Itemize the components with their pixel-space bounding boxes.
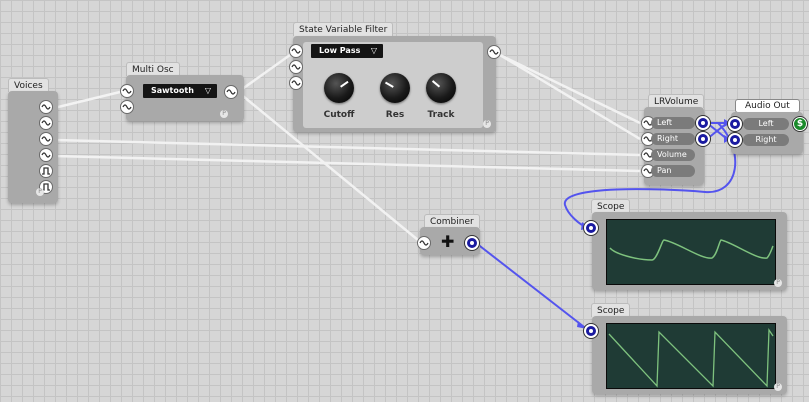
dollar-icon[interactable]: $: [793, 117, 807, 131]
scope1-waveform: [609, 239, 774, 261]
voices-out-port-1[interactable]: [39, 100, 53, 114]
voices-out-port-3[interactable]: [39, 132, 53, 146]
voices-p-button[interactable]: P: [36, 188, 44, 196]
svf-in-port-1[interactable]: [289, 44, 303, 58]
cable-voices-pan: [53, 154, 641, 173]
scope2-waveform: [608, 327, 774, 388]
module-title: State Variable Filter: [293, 22, 394, 36]
track-label: Track: [427, 110, 455, 120]
audio-right-in-port[interactable]: [728, 133, 742, 147]
svf-p-button[interactable]: P: [483, 120, 491, 128]
chevron-down-icon: ▽: [370, 46, 377, 55]
filter-mode-value: Low Pass: [319, 46, 361, 55]
lr-left-label: Left: [651, 117, 695, 129]
voices-out-port-2[interactable]: [39, 116, 53, 130]
scope1-in-port[interactable]: [584, 221, 598, 235]
audio-left-in-port[interactable]: [728, 117, 742, 131]
lr-left-out-port[interactable]: [696, 116, 710, 130]
track-knob[interactable]: [426, 73, 456, 103]
cable-combiner-scope: [475, 242, 589, 331]
osc-p-button[interactable]: P: [220, 110, 228, 118]
audio-left-label: Left: [743, 118, 789, 130]
cable-osc-svf: [237, 53, 291, 94]
combiner-out-port[interactable]: [465, 236, 479, 250]
plus-icon: ✚: [441, 232, 455, 251]
module-title: Voices: [8, 78, 49, 92]
svf-in-port-3[interactable]: [289, 76, 303, 90]
cable-lr-right-out-b: [706, 122, 728, 140]
cable-svf-right: [499, 53, 641, 141]
cable-voices-osc: [53, 90, 121, 110]
voices-out-port-4[interactable]: [39, 148, 53, 162]
lr-pan-label: Pan: [651, 165, 695, 177]
module-title: Scope: [591, 303, 631, 317]
svf-in-port-2[interactable]: [289, 60, 303, 74]
module-title: Scope: [591, 199, 631, 213]
cable-lr-right-out-a: [706, 122, 728, 140]
filter-mode-dropdown[interactable]: Low Pass ▽: [311, 44, 383, 58]
osc-in-port-2[interactable]: [120, 100, 134, 114]
cutoff-knob[interactable]: [324, 73, 354, 103]
cable-svf-left: [499, 53, 641, 125]
res-label: Res: [385, 110, 405, 120]
osc-in-port-1[interactable]: [120, 84, 134, 98]
scope2-display: [606, 323, 776, 389]
lr-right-out-port[interactable]: [696, 132, 710, 146]
chevron-down-icon: ▽: [204, 86, 211, 95]
voices-gate-port-1[interactable]: [39, 164, 53, 178]
waveform-value: Sawtooth: [151, 86, 194, 95]
module-title: LRVolume: [648, 94, 705, 108]
cutoff-label: Cutoff: [323, 110, 355, 120]
combiner-in-port[interactable]: [417, 236, 431, 250]
scope1-display: [606, 219, 776, 285]
osc-out-port[interactable]: [224, 85, 238, 99]
module-title: Combiner: [424, 214, 480, 228]
lr-volume-label: Volume: [651, 149, 695, 161]
waveform-dropdown[interactable]: Sawtooth ▽: [143, 84, 217, 98]
lr-right-label: Right: [651, 133, 695, 145]
scope2-p-button[interactable]: P: [774, 383, 782, 391]
module-title: Multi Osc: [126, 62, 180, 76]
module-title: Audio Out: [735, 99, 800, 113]
svf-out-port[interactable]: [487, 45, 501, 59]
scope1-p-button[interactable]: P: [774, 279, 782, 287]
cable-voices-volume: [53, 138, 641, 157]
scope2-in-port[interactable]: [584, 324, 598, 338]
audio-right-label: Right: [743, 134, 789, 146]
res-knob[interactable]: [380, 73, 410, 103]
